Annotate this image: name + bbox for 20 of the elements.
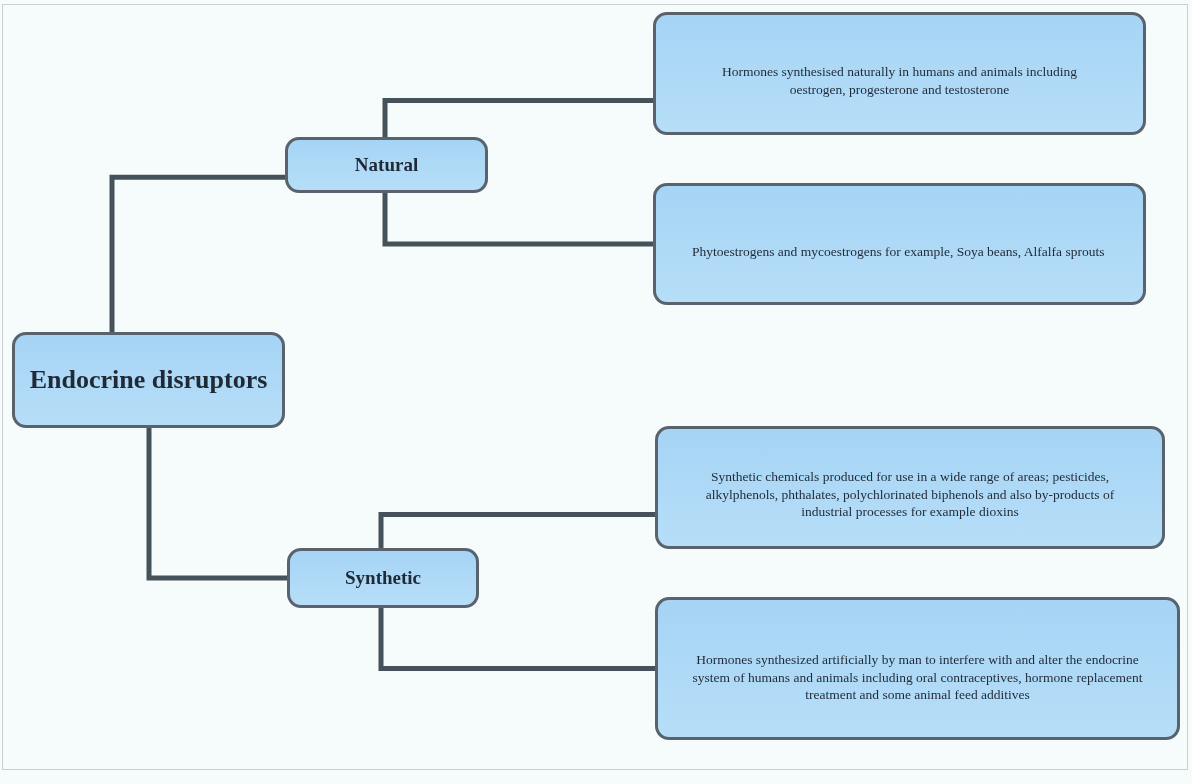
connector-line — [109, 174, 285, 332]
node-text: Phytoestrogens and mycoestrogens for example, Soya beans, Alfalfa sprouts — [692, 243, 1105, 261]
description-box — [653, 183, 1146, 305]
node-text: Hormones synthesized artificially by man to interfere with and alter the endocrine system of humans and animals including oral contraceptives, hormone replacement treatment and some animal feed additives — [691, 650, 1144, 705]
connector-line — [146, 428, 287, 581]
node-text: Endocrine disruptors — [29, 363, 268, 396]
connector-line — [378, 512, 655, 548]
category-box — [285, 137, 488, 193]
connector-line — [378, 608, 655, 671]
description-box — [655, 426, 1165, 549]
node-text: Synthetic — [345, 566, 421, 590]
connector-line — [382, 98, 653, 137]
node-text: Synthetic chemicals produced for use in a wide range of areas; pesticides, alkylphenols, phthalates, polychlorinated biphenols and also by-products of industrial processes for example dioxins — [704, 467, 1116, 522]
category-box — [12, 332, 285, 428]
connector-line — [382, 193, 653, 247]
node-text: Hormones synthesised naturally in humans and animals including oestrogen, progesterone and testosterone — [720, 62, 1079, 99]
category-box — [287, 548, 479, 608]
node-text: Natural — [354, 153, 419, 177]
description-box — [653, 12, 1146, 135]
description-box — [655, 597, 1180, 740]
